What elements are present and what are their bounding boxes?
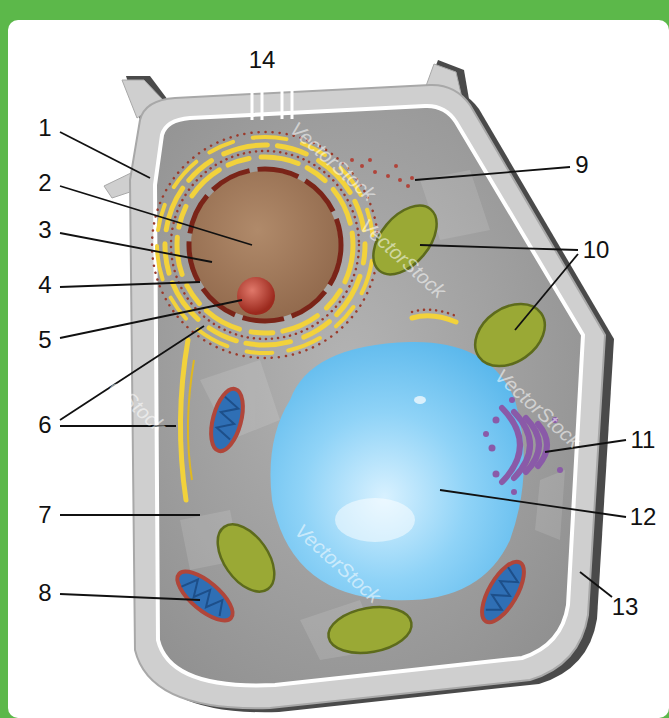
watermark: VectorStock <box>292 520 385 607</box>
callout-number: 11 <box>631 428 656 452</box>
cytoplasm-texture <box>180 170 565 660</box>
callout-number: 6 <box>38 413 51 437</box>
callout-number: 5 <box>38 328 51 352</box>
callout-number: 8 <box>38 581 51 605</box>
mitochondria <box>170 385 532 628</box>
callout-number: 13 <box>612 595 639 619</box>
leader-lines <box>60 132 626 600</box>
callout-number: 9 <box>575 153 588 177</box>
smooth-er <box>188 360 194 480</box>
nuclear-envelope <box>189 169 341 321</box>
callout-number: 3 <box>38 218 51 242</box>
cell-wall <box>130 85 605 708</box>
vacuole-highlight <box>335 498 415 542</box>
callout-number: 1 <box>38 116 51 140</box>
vacuole <box>270 342 523 600</box>
nucleolus <box>237 277 275 315</box>
chloroplasts <box>206 194 556 659</box>
plasmodesmata <box>252 89 292 120</box>
callout-number: 14 <box>249 48 276 72</box>
wall-shadow <box>139 89 614 712</box>
watermark: VectorStock <box>357 215 450 302</box>
watermark: VectorStock <box>287 118 380 205</box>
watermark: VectorStock <box>492 365 585 452</box>
background <box>8 20 669 718</box>
callout-number: 2 <box>38 171 51 195</box>
callout-number: 7 <box>38 503 51 527</box>
callout-number: 12 <box>630 505 657 529</box>
callout-number: 10 <box>583 238 610 262</box>
smooth-er <box>180 340 188 500</box>
nucleus <box>191 171 339 319</box>
rough-er <box>152 132 456 358</box>
watermark: VectorStock <box>77 350 170 437</box>
vacuole-highlight <box>414 396 426 404</box>
callout-number: 4 <box>38 273 51 297</box>
